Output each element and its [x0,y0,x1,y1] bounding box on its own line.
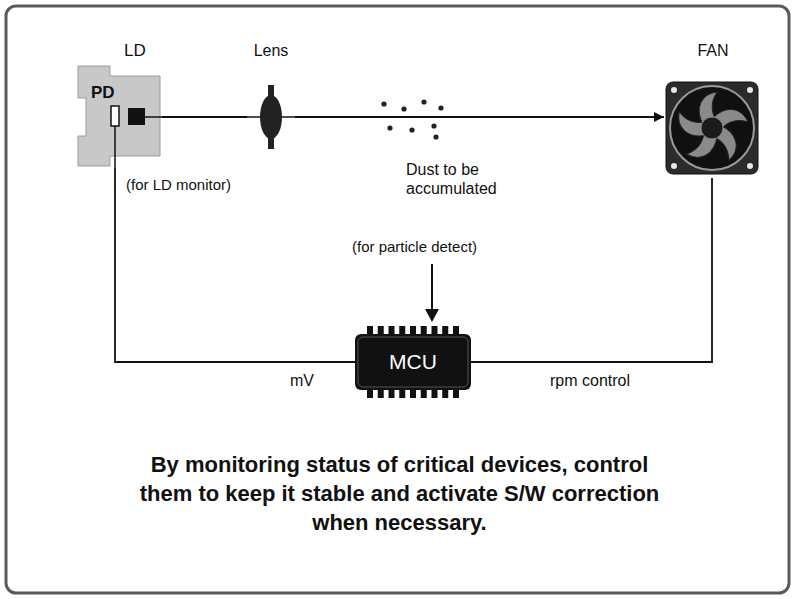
dust-dot [409,127,414,132]
detect-arrow-head [425,309,439,322]
detect-arrow-line [431,264,433,312]
pd-wire [114,126,116,168]
dust-dot [431,123,436,128]
laser-diode-body [78,66,160,166]
part-name: PD [91,83,115,103]
laser-diode: LD PD [76,40,162,168]
part-name: LD [76,40,162,62]
signal-wire [471,178,712,362]
part-name: Lens [247,40,295,62]
fan-icon [666,82,758,174]
note: (for particle detect) [350,238,479,255]
lens: Lens [247,40,295,150]
beam-arrow [295,116,664,118]
fan-screw-hole [671,87,677,93]
photodiode [111,106,119,126]
dust-dot [421,99,426,104]
lens-shape [260,95,282,139]
edge-label: mV [288,372,316,390]
dust-dot [433,134,438,139]
fan-hub [701,117,723,139]
signal-wire [162,116,247,118]
fan-screw-hole [671,163,677,169]
chip-body [355,334,471,390]
dust-dot [401,106,406,111]
note: Dust to be accumulated [404,160,504,198]
laser-diode-drawing [76,40,162,168]
fan-screw-hole [747,163,753,169]
laser-chip [128,108,145,125]
dust-dot [387,125,392,130]
edge-label: rpm control [548,372,632,390]
fan: FAN [664,40,760,178]
detect-arrow [425,264,439,322]
dust-dot [381,101,386,106]
fan-frame [666,82,758,174]
signal-wire [115,168,355,362]
frame [6,6,789,593]
dust-particles [381,99,443,139]
mcu-chip: MCU [355,326,471,398]
dust-dot [438,105,443,110]
beam-start [145,116,162,118]
fan-drawing [664,40,760,178]
fan-housing [670,86,754,170]
fan-screw-hole [747,87,753,93]
chip-label: MCU [355,350,471,374]
part-name: FAN [664,40,760,62]
note: (for LD monitor) [124,176,233,193]
caption: By monitoring status of critical devices… [135,450,664,537]
